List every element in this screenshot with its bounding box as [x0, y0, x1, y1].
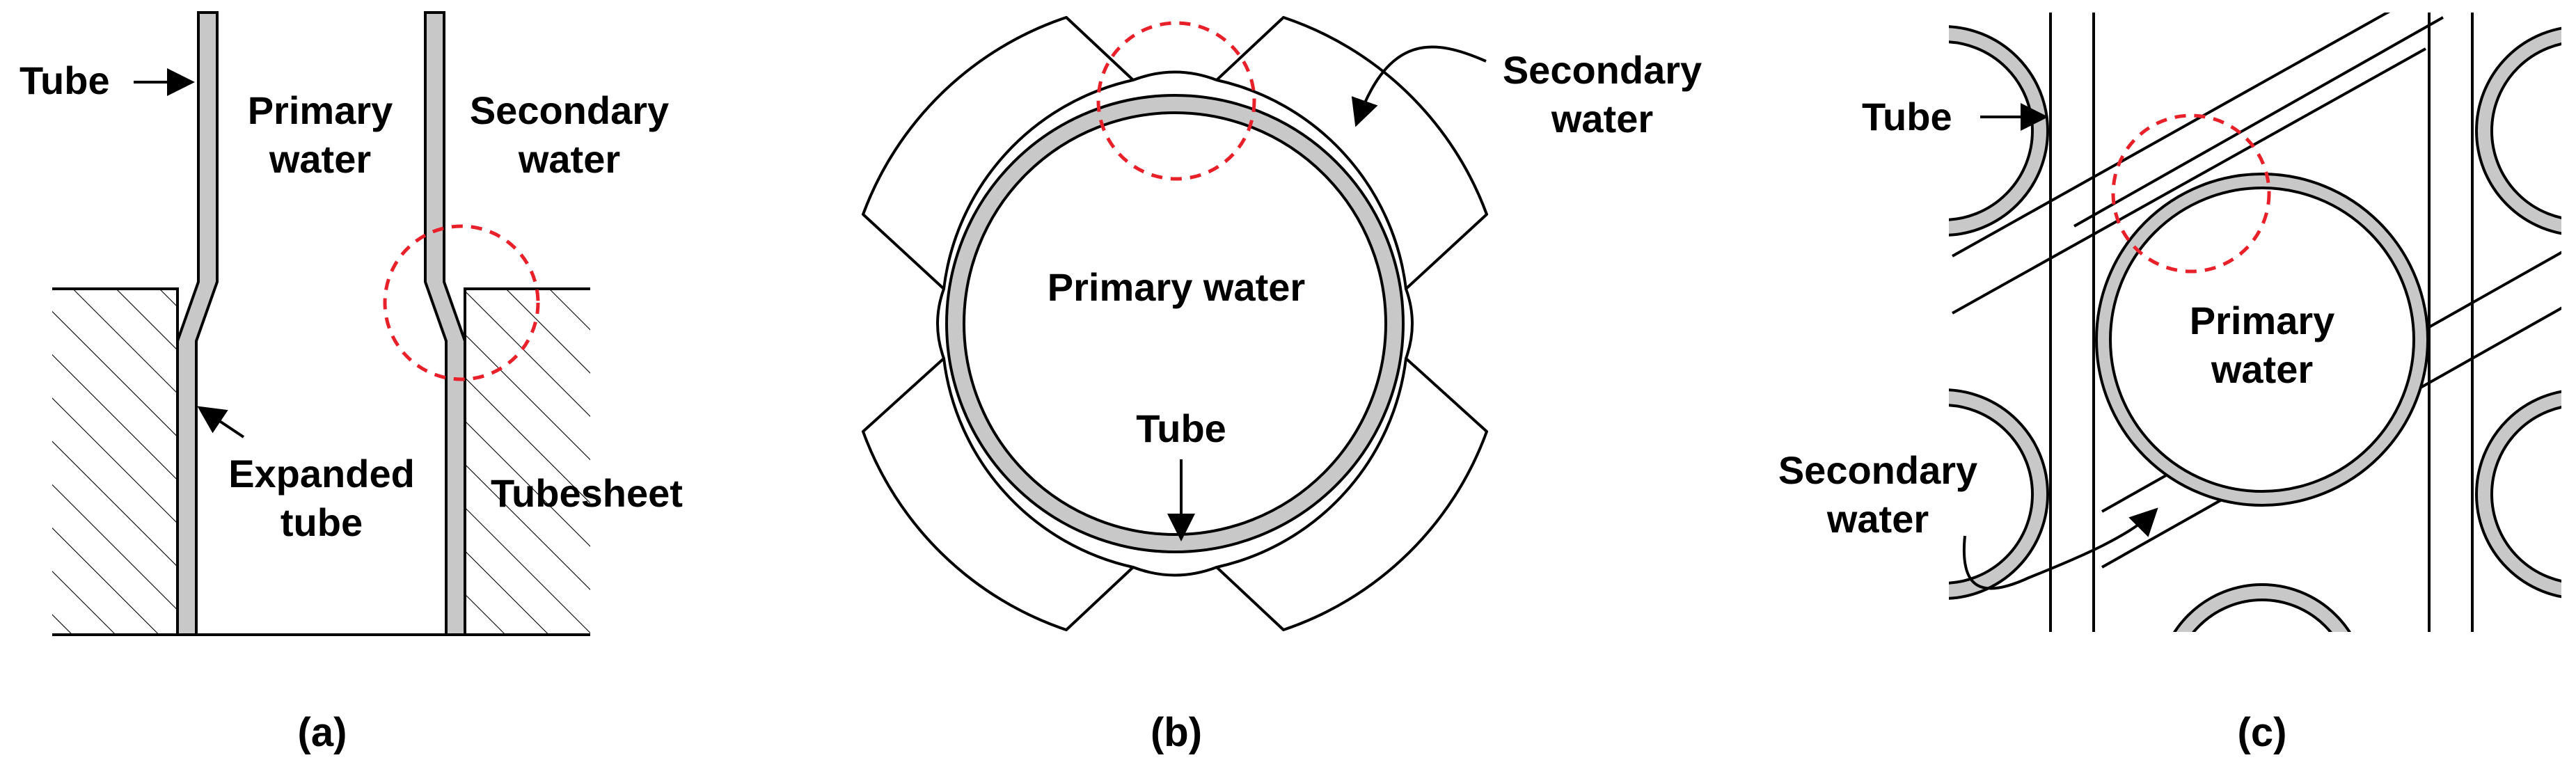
primary-water-label-c1: Primary [2190, 299, 2335, 342]
land-top [1132, 70, 1217, 81]
land-bottom [1132, 566, 1217, 577]
expanded-tube-label-1: Expanded [228, 452, 415, 496]
tube-wall-right [424, 11, 466, 636]
tube-bore-b [963, 111, 1387, 536]
support-lobe-bottom-left [862, 357, 1135, 631]
land-right [1405, 288, 1414, 359]
neighbor-tube-br [2475, 390, 2561, 599]
highlight-circle-c [2111, 113, 2271, 274]
secondary-water-label-b2: water [1551, 97, 1653, 141]
primary-water-label-c2: water [2211, 347, 2313, 391]
panel-b: Secondary water Primary water Tube (b) [862, 16, 1702, 755]
secondary-water-arrow-c [1962, 507, 2158, 590]
primary-water-label-b: Primary water [1048, 265, 1305, 309]
tubesheet-right [465, 289, 590, 635]
neighbor-tube-tl [1949, 25, 2049, 237]
support-bar-1a [1952, 13, 2391, 258]
caption-a: (a) [298, 710, 347, 755]
tubesheet-label: Tubesheet [491, 471, 683, 515]
expanded-tube-label-2: tube [280, 500, 363, 544]
support-bar-3a [2073, 16, 2444, 228]
secondary-water-label-a1: Secondary [470, 88, 669, 132]
caption-c: (c) [2238, 710, 2287, 755]
secondary-water-label-c2: water [1826, 497, 1929, 541]
support-lobe-bottom-right [1215, 357, 1488, 631]
secondary-water-label-a2: water [518, 137, 620, 181]
highlight-circle-a [383, 224, 540, 381]
tubesheet-left [52, 289, 177, 635]
support-bar-1b [1952, 47, 2426, 315]
neighbor-tube-bottom [2173, 583, 2351, 632]
tube-wall-left [176, 11, 219, 636]
highlight-circle-b [1096, 21, 1256, 181]
land-left [936, 288, 945, 359]
panel-a: Tube Primary water Secondary water Expan… [19, 11, 683, 755]
tube-label-b: Tube [1136, 406, 1226, 450]
neighbor-tube-bl [1949, 388, 2049, 600]
primary-water-label-a1: Primary [248, 88, 393, 132]
secondary-water-arrow-b [1351, 45, 1487, 127]
neighbor-tube-tr [2475, 26, 2561, 235]
primary-water-label-a2: water [269, 137, 371, 181]
support-lobe-top-right [1215, 16, 1488, 290]
caption-b: (b) [1151, 710, 1202, 755]
central-tube [2095, 173, 2429, 507]
secondary-water-label-c1: Secondary [1778, 448, 1977, 492]
tube-label-a: Tube [19, 58, 110, 102]
tube-label-c: Tube [1862, 95, 1952, 138]
expanded-tube-arrow [197, 406, 245, 438]
support-lobe-top-left [862, 16, 1135, 290]
panel-c: Tube Primary water Secondary water (c) [1778, 13, 2561, 755]
secondary-water-label-b1: Secondary [1503, 48, 1702, 92]
